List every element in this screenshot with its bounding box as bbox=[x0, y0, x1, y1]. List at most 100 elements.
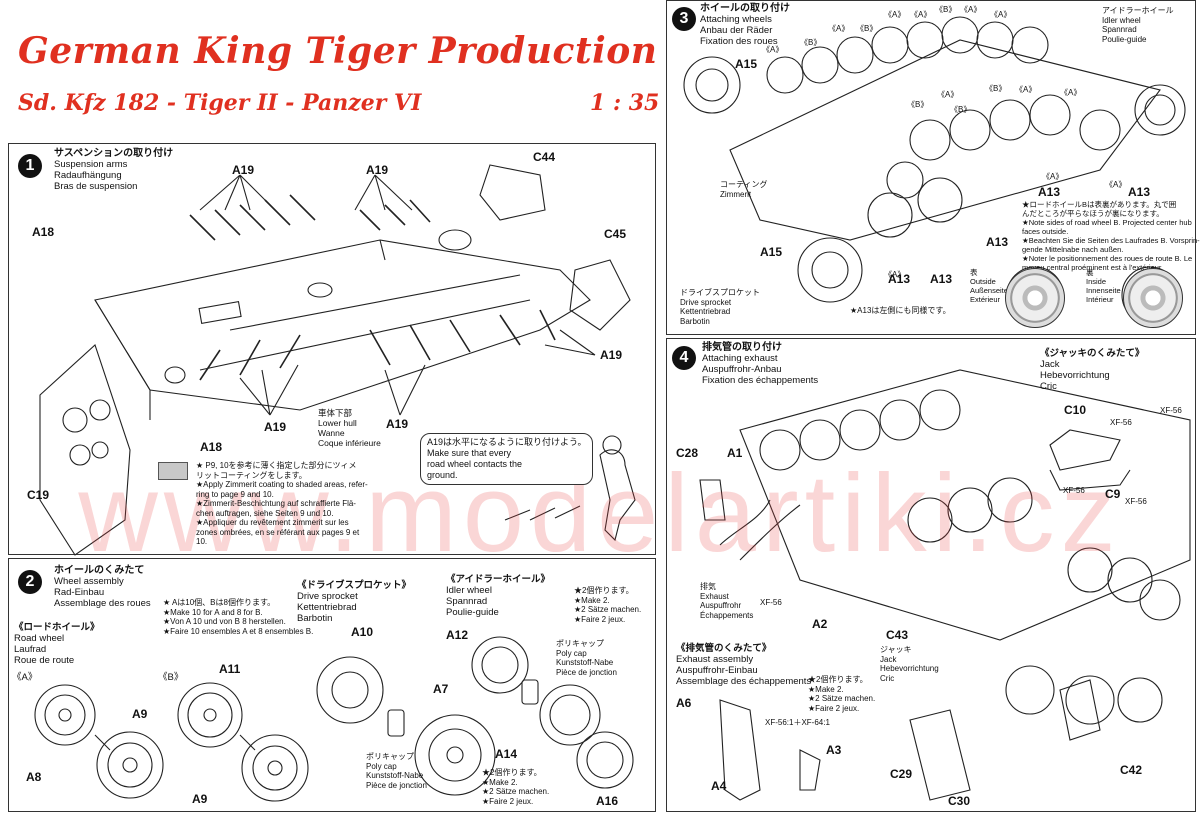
part-a15-top: A15 bbox=[735, 57, 758, 71]
part-a18-top: A18 bbox=[32, 225, 55, 239]
sprocket-make2-note: ★2個作ります。 ★Make 2. ★2 Sätze machen. ★Fair… bbox=[482, 768, 550, 806]
step3-number-badge: 3 bbox=[672, 7, 696, 31]
part-a7: A7 bbox=[433, 682, 449, 696]
part-a14: A14 bbox=[495, 747, 518, 761]
part-a2: A2 bbox=[812, 617, 828, 631]
wheel-tag: 《A》 bbox=[1060, 88, 1082, 97]
step4-panel bbox=[666, 338, 1196, 812]
wheel-tag: 《A》 bbox=[884, 270, 906, 279]
wheel-tag: 《A》 bbox=[828, 24, 850, 33]
wheel-tag: 《B》 bbox=[950, 105, 972, 114]
part-a1: A1 bbox=[727, 446, 743, 460]
step2-heading: ホイールのくみたて Wheel assembly Rad-Einbau Asse… bbox=[54, 565, 151, 609]
idler-polycap-label: ポリキャップ Poly cap Kunststoff-Nabe Pièce de… bbox=[556, 639, 617, 677]
wheel-tag: 《B》 bbox=[800, 38, 822, 47]
wheel-tag: 《B》 bbox=[935, 5, 957, 14]
wheel-tag: 《A》 bbox=[1105, 180, 1127, 189]
part-a19-group1: A19 bbox=[232, 163, 255, 177]
part-c45: C45 bbox=[604, 227, 627, 241]
wheel-tag: 《A》 bbox=[910, 10, 932, 19]
step2-panel bbox=[8, 558, 656, 812]
part-c42: C42 bbox=[1120, 763, 1143, 777]
part-a9-b: A9 bbox=[192, 792, 208, 806]
part-c29: C29 bbox=[890, 767, 913, 781]
part-a19-right: A19 bbox=[600, 348, 623, 362]
inside-label: 裏 Inside Innenseite Intérieur bbox=[1086, 268, 1121, 304]
step3-panel bbox=[666, 0, 1196, 335]
part-a8: A8 bbox=[26, 770, 42, 784]
part-a13-5: A13 bbox=[930, 272, 953, 286]
wheel-tag: 《A》 bbox=[884, 10, 906, 19]
part-a19-bottom-mid: A19 bbox=[386, 417, 409, 431]
step3-idler-label: アイドラーホイール Idler wheel Spannrad Poulie-gu… bbox=[1102, 6, 1174, 44]
part-a4: A4 bbox=[711, 779, 727, 793]
step1-fr: Bras de suspension bbox=[54, 181, 138, 192]
part-a19-bottom-left: A19 bbox=[264, 420, 287, 434]
soldier-speech-balloon: A19は水平になるように取り付けよう。 Make sure that every… bbox=[420, 433, 594, 485]
exhaust-make2-note: ★2個作ります。 ★Make 2. ★2 Sätze machen. ★Fair… bbox=[808, 675, 876, 713]
part-a9-a: A9 bbox=[132, 707, 148, 721]
variant-a-tag: 《A》 bbox=[12, 672, 38, 683]
wheel-tag: 《B》 bbox=[907, 100, 929, 109]
part-a13-3: A13 bbox=[986, 235, 1009, 249]
step1-heading: サスペンションの取り付け Suspension arms Radaufhängu… bbox=[54, 148, 173, 192]
paint-xf56-3: XF-56 bbox=[1063, 486, 1085, 495]
outside-label: 表 Outside Außenseite Extérieur bbox=[970, 268, 1008, 304]
zimmerit-shade-swatch bbox=[158, 462, 188, 480]
step3-zimmerit-label: コーティング Zimmerit bbox=[720, 180, 768, 199]
page-subtitle: Sd. Kfz 182 - Tiger II - Panzer VI bbox=[18, 90, 422, 116]
idler-make2-note: ★2個作ります。 ★Make 2. ★2 Sätze machen. ★Fair… bbox=[574, 586, 642, 624]
jack-assembly-heading: 《ジャッキのくみたて》 Jack Hebevorrichtung Cric bbox=[1040, 348, 1145, 392]
part-a6: A6 bbox=[676, 696, 692, 710]
part-a13-1: A13 bbox=[1038, 185, 1061, 199]
step3-a13-note: ★A13は左側にも同様です。 bbox=[850, 306, 951, 315]
wheel-tag: 《A》 bbox=[1015, 85, 1037, 94]
part-a3: A3 bbox=[826, 743, 842, 757]
step1-de: Radaufhängung bbox=[54, 170, 122, 181]
part-a18-bottom: A18 bbox=[200, 440, 223, 454]
wheel-tag: 《A》 bbox=[990, 10, 1012, 19]
outside-wheel-swatch bbox=[1005, 268, 1065, 328]
exhaust-label: 排気 Exhaust Auspuffrohr Échappements bbox=[700, 582, 754, 620]
step4-heading: 排気管の取り付け Attaching exhaust Auspuffrohr-A… bbox=[702, 342, 819, 386]
step1-en: Suspension arms bbox=[54, 159, 128, 170]
part-c19: C19 bbox=[27, 488, 50, 502]
step4-number-badge: 4 bbox=[672, 346, 696, 370]
zimmerit-note: ★ P9, 10を参考に薄く指定した部分にツィメ リットコーティングをします。 … bbox=[196, 461, 368, 546]
paint-xf56-4: XF-56 bbox=[1125, 497, 1147, 506]
part-c30: C30 bbox=[948, 794, 971, 808]
wheel-tag: 《A》 bbox=[762, 45, 784, 54]
part-a16: A16 bbox=[596, 794, 619, 808]
step2-number-badge: 2 bbox=[18, 570, 42, 594]
step1-jp-title: サスペンションの取り付け bbox=[54, 148, 174, 159]
step3-sprocket-label: ドライブスプロケット Drive sprocket Kettentriebrad… bbox=[680, 288, 760, 326]
part-a11: A11 bbox=[219, 662, 241, 676]
part-c43: C43 bbox=[886, 628, 909, 642]
variant-b-tag: 《B》 bbox=[158, 672, 184, 683]
paint-xf56-1: XF-56 bbox=[1160, 406, 1182, 415]
sprocket-polycap-label: ポリキャップ Poly cap Kunststoff-Nabe Pièce de… bbox=[366, 752, 427, 790]
step3-side-note: ★ロードホイールBは表裏があります。丸で囲 んだところが平らなほうが裏になります… bbox=[1022, 200, 1200, 272]
exhaust-assembly-heading: 《排気管のくみたて》 Exhaust assembly Auspuffrohr-… bbox=[676, 643, 812, 687]
paint-xf56-5: XF-56 bbox=[760, 598, 782, 607]
wheel-tag: 《A》 bbox=[937, 90, 959, 99]
drive-sprocket-heading: 《ドライブスプロケット》 Drive sprocket Kettentriebr… bbox=[297, 580, 412, 624]
part-a19-group2: A19 bbox=[366, 163, 389, 177]
part-c10: C10 bbox=[1064, 403, 1087, 417]
part-a15-bottom: A15 bbox=[760, 245, 783, 259]
part-a10: A10 bbox=[351, 625, 374, 639]
wheel-tag: 《A》 bbox=[960, 5, 982, 14]
step1-number-badge: 1 bbox=[18, 154, 42, 178]
part-a13-4: A13 bbox=[888, 272, 911, 286]
step3-heading: ホイールの取り付け Attaching wheels Anbau der Räd… bbox=[700, 3, 790, 47]
paint-mix: XF-56:1＋XF-64:1 bbox=[765, 718, 830, 727]
wheel-tag: 《B》 bbox=[985, 84, 1007, 93]
part-a13-2: A13 bbox=[1128, 185, 1151, 199]
wheel-tag: 《A》 bbox=[1042, 172, 1064, 181]
part-c28: C28 bbox=[676, 446, 699, 460]
step1-panel bbox=[8, 143, 656, 555]
step2-quantity-note: ★ Aは10個、Bは8個作ります。 ★Make 10 for A and 8 f… bbox=[163, 598, 314, 636]
inside-wheel-swatch bbox=[1123, 268, 1183, 328]
wheel-tag: 《B》 bbox=[856, 24, 878, 33]
